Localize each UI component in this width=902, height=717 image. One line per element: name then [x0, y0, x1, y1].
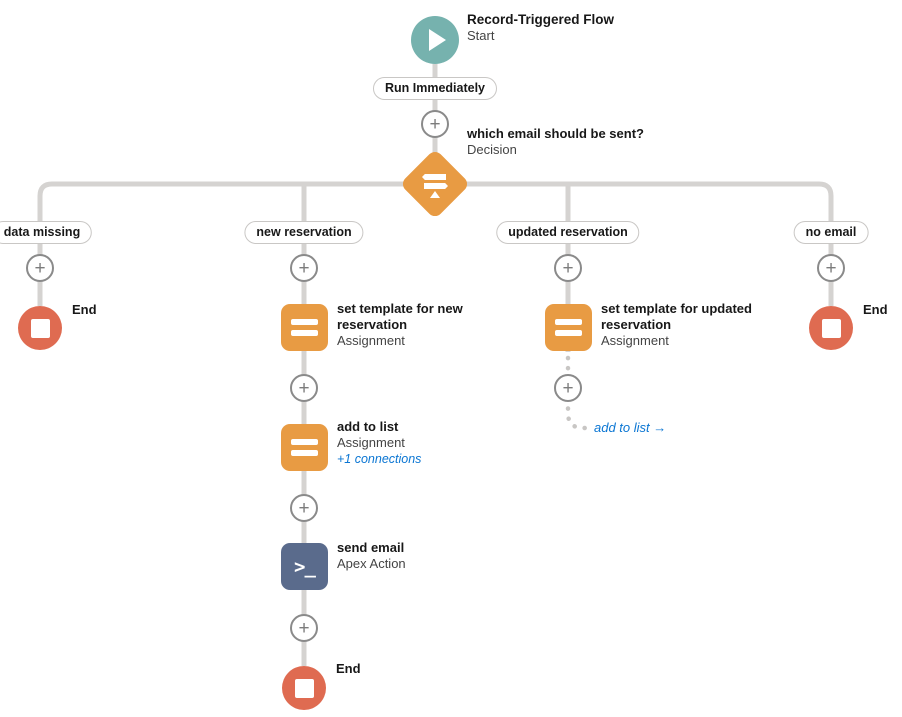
stop-icon — [30, 318, 50, 338]
add-element-button-no-email[interactable]: + — [817, 254, 845, 282]
assignment-node-add-to-list[interactable] — [281, 424, 328, 471]
end-node-no-email[interactable] — [809, 306, 853, 350]
plus-icon: + — [298, 617, 310, 639]
decision-node-label: which email should be sent? Decision — [467, 126, 644, 158]
branch-label-no-email: no email — [793, 221, 869, 244]
add-element-button-new-reservation[interactable]: + — [290, 254, 318, 282]
plus-icon: + — [429, 113, 441, 135]
add-element-button-after-send-email[interactable]: + — [290, 614, 318, 642]
assignment-node-set-template-new[interactable] — [281, 304, 328, 351]
plus-icon: + — [562, 377, 574, 399]
branch-label-new-reservation: new reservation — [244, 221, 364, 244]
connections-link[interactable]: +1 connections — [337, 452, 422, 466]
add-element-button-after-set-template-updated[interactable]: + — [554, 374, 582, 402]
plus-icon: + — [298, 257, 310, 279]
end-label-data-missing: End — [72, 302, 97, 317]
add-element-button-after-add-to-list[interactable]: + — [290, 494, 318, 522]
equals-icon — [555, 319, 582, 325]
start-title: Record-Triggered Flow — [467, 12, 615, 27]
add-element-button-start[interactable]: + — [421, 110, 449, 138]
end-node-data-missing[interactable] — [18, 306, 62, 350]
branch-label-data-missing: data missing — [0, 221, 93, 244]
add-element-button-data-missing[interactable]: + — [26, 254, 54, 282]
assignment-node-set-template-updated[interactable] — [545, 304, 592, 351]
apex-action-node-send-email[interactable]: >_ — [281, 543, 328, 590]
start-subtitle: Start — [467, 28, 495, 43]
add-element-button-updated-reservation[interactable]: + — [554, 254, 582, 282]
plus-icon: + — [562, 257, 574, 279]
decision-title: which email should be sent? — [467, 126, 644, 141]
signpost-icon — [420, 170, 450, 198]
assignment-label-set-template-new: set template for new reservation Assignm… — [337, 301, 463, 348]
plus-icon: + — [34, 257, 46, 279]
plus-icon: + — [298, 377, 310, 399]
run-immediately-badge: Run Immediately — [372, 77, 498, 100]
decision-subtitle: Decision — [467, 142, 517, 157]
assignment-label-set-template-updated: set template for updated reservation Ass… — [601, 301, 752, 348]
add-element-button-after-set-template-new[interactable]: + — [290, 374, 318, 402]
start-node[interactable] — [411, 16, 459, 64]
plus-icon: + — [825, 257, 837, 279]
apex-action-label-send-email: send email Apex Action — [337, 540, 406, 571]
end-label-new-reservation: End — [336, 661, 361, 676]
stop-icon — [821, 318, 841, 338]
play-icon — [429, 29, 446, 51]
assignment-label-add-to-list: add to list Assignment +1 connections — [337, 419, 422, 466]
goto-link-add-to-list[interactable]: add to list → — [594, 420, 667, 435]
terminal-icon: >_ — [294, 555, 316, 578]
start-node-label: Record-Triggered Flow Start — [467, 12, 614, 44]
plus-icon: + — [298, 497, 310, 519]
equals-icon — [291, 319, 318, 325]
end-label-no-email: End — [863, 302, 888, 317]
connector-goto-dotted — [565, 355, 590, 431]
branch-label-updated-reservation: updated reservation — [496, 221, 640, 244]
stop-icon — [294, 678, 314, 698]
end-node-new-reservation[interactable] — [282, 666, 326, 710]
equals-icon — [291, 439, 318, 445]
